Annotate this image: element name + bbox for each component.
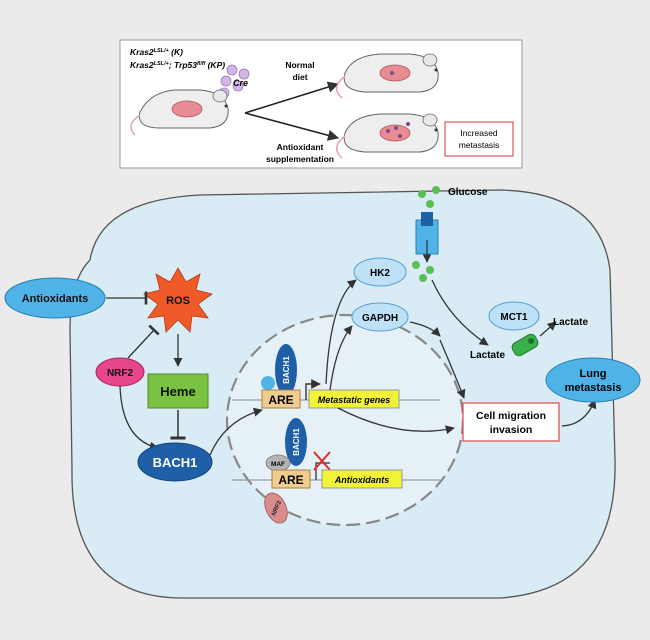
- are-box-upper: [261, 389, 301, 409]
- bach1-bound-upper: BACH1: [261, 344, 297, 396]
- lactate-export-arrow: [539, 321, 557, 337]
- arrow-to-antioxidant: [244, 112, 340, 141]
- antioxidants-label: Antioxidants: [22, 293, 89, 305]
- genotype-k-label: Kras2LSL/+ (K): [130, 47, 183, 57]
- antioxidant-genes-box: [321, 469, 403, 489]
- bach1-label: BACH1: [153, 455, 198, 470]
- genes-to-hk2-arrow: [325, 279, 357, 385]
- are-label-upper: ARE: [268, 393, 293, 407]
- lung-metastasis-node: Lung metastasis: [545, 357, 641, 403]
- lactate-out-label: Lactate: [553, 317, 588, 328]
- blocked-x-icon: [313, 451, 331, 471]
- maf-label: MAF: [271, 461, 285, 468]
- genotype-kp-label: Kras2LSL/+; Trp53fl/fl (KP): [130, 60, 225, 70]
- glucose-molecules-icon: [412, 186, 440, 282]
- bach1-node: BACH1: [137, 442, 213, 482]
- cell-migration-box: Cell migration invasion: [462, 402, 560, 442]
- increased-label-2: metastasis: [459, 140, 500, 150]
- bach1-bound-lower: [285, 418, 307, 466]
- hk2-node: HK2: [353, 257, 407, 287]
- heme-label: Heme: [160, 384, 195, 399]
- hk2-label: HK2: [370, 268, 390, 279]
- cell-migration-label-1: Cell migration: [476, 410, 546, 422]
- lung-metastasis-label-1: Lung: [580, 368, 607, 380]
- antioxidant-label-2: supplementation: [266, 154, 334, 164]
- gapdh-downstream-arrow: [409, 321, 441, 337]
- bach1-to-nucleus-arrow: [209, 407, 263, 456]
- nucleus: [225, 313, 465, 527]
- mouse-icon-baseline: [130, 89, 229, 136]
- gapdh-label: GAPDH: [362, 313, 398, 324]
- antioxidants-node: Antioxidants: [4, 277, 106, 319]
- cell-migration-label-2: invasion: [490, 424, 533, 436]
- nrf2-inhibit-ros: [127, 324, 160, 359]
- transcription-arrow-lower: [315, 462, 330, 480]
- mouse-icon-normal-diet: [336, 53, 439, 99]
- glucose-to-lactate-arrow: [431, 279, 489, 346]
- experiment-panel: Kras2LSL/+ (K) Kras2LSL/+; Trp53fl/fl (K…: [119, 39, 523, 169]
- antioxidant-label-1: Antioxidant: [277, 142, 324, 152]
- arrow-to-normal-diet: [244, 81, 340, 114]
- bach1-small-label-upper: BACH1: [282, 356, 291, 384]
- increased-metastasis-box: [444, 121, 514, 157]
- transcription-arrow-upper: [305, 379, 321, 400]
- are-box-lower: [271, 469, 311, 489]
- normal-diet-label-1: Normal: [285, 60, 314, 70]
- gapdh-node: GAPDH: [351, 302, 409, 332]
- glycolysis-to-migration-arrow: [439, 339, 466, 399]
- genes-to-migration-arrow: [337, 407, 455, 435]
- nrf2-to-bach1-arrow: [119, 385, 159, 451]
- nrf2-node: NRF2: [95, 357, 145, 387]
- antioxidant-genes-label: Antioxidants: [334, 475, 390, 485]
- bach1-small-label-lower: BACH1: [292, 428, 301, 456]
- are-label-lower: ARE: [278, 473, 303, 487]
- normal-diet-label-2: diet: [292, 72, 307, 82]
- ros-node: ROS: [143, 267, 213, 333]
- mouse-icon-antioxidant: [336, 113, 439, 159]
- cre-label: Cre: [233, 78, 248, 88]
- nrf2-label: NRF2: [107, 368, 134, 379]
- ros-label: ROS: [166, 295, 190, 307]
- migration-to-metastasis-arrow: [561, 399, 597, 427]
- mct1-label: MCT1: [500, 312, 528, 323]
- mct1-node: MCT1: [488, 301, 540, 331]
- metastatic-genes-box: [308, 389, 400, 409]
- heme-node: Heme: [147, 373, 209, 409]
- glucose-transporter-icon: [415, 212, 439, 263]
- lung-metastasis-label-2: metastasis: [565, 382, 622, 394]
- nrf2-small-node: NRF2: [264, 492, 288, 524]
- mct1-transporter-icon: [511, 333, 539, 357]
- genes-to-gapdh-arrow: [329, 325, 353, 391]
- metastatic-genes-label: Metastatic genes: [318, 395, 391, 405]
- glucose-label: Glucose: [448, 187, 488, 198]
- lactate-in-label: Lactate: [470, 350, 505, 361]
- increased-label-1: Increased: [460, 128, 498, 138]
